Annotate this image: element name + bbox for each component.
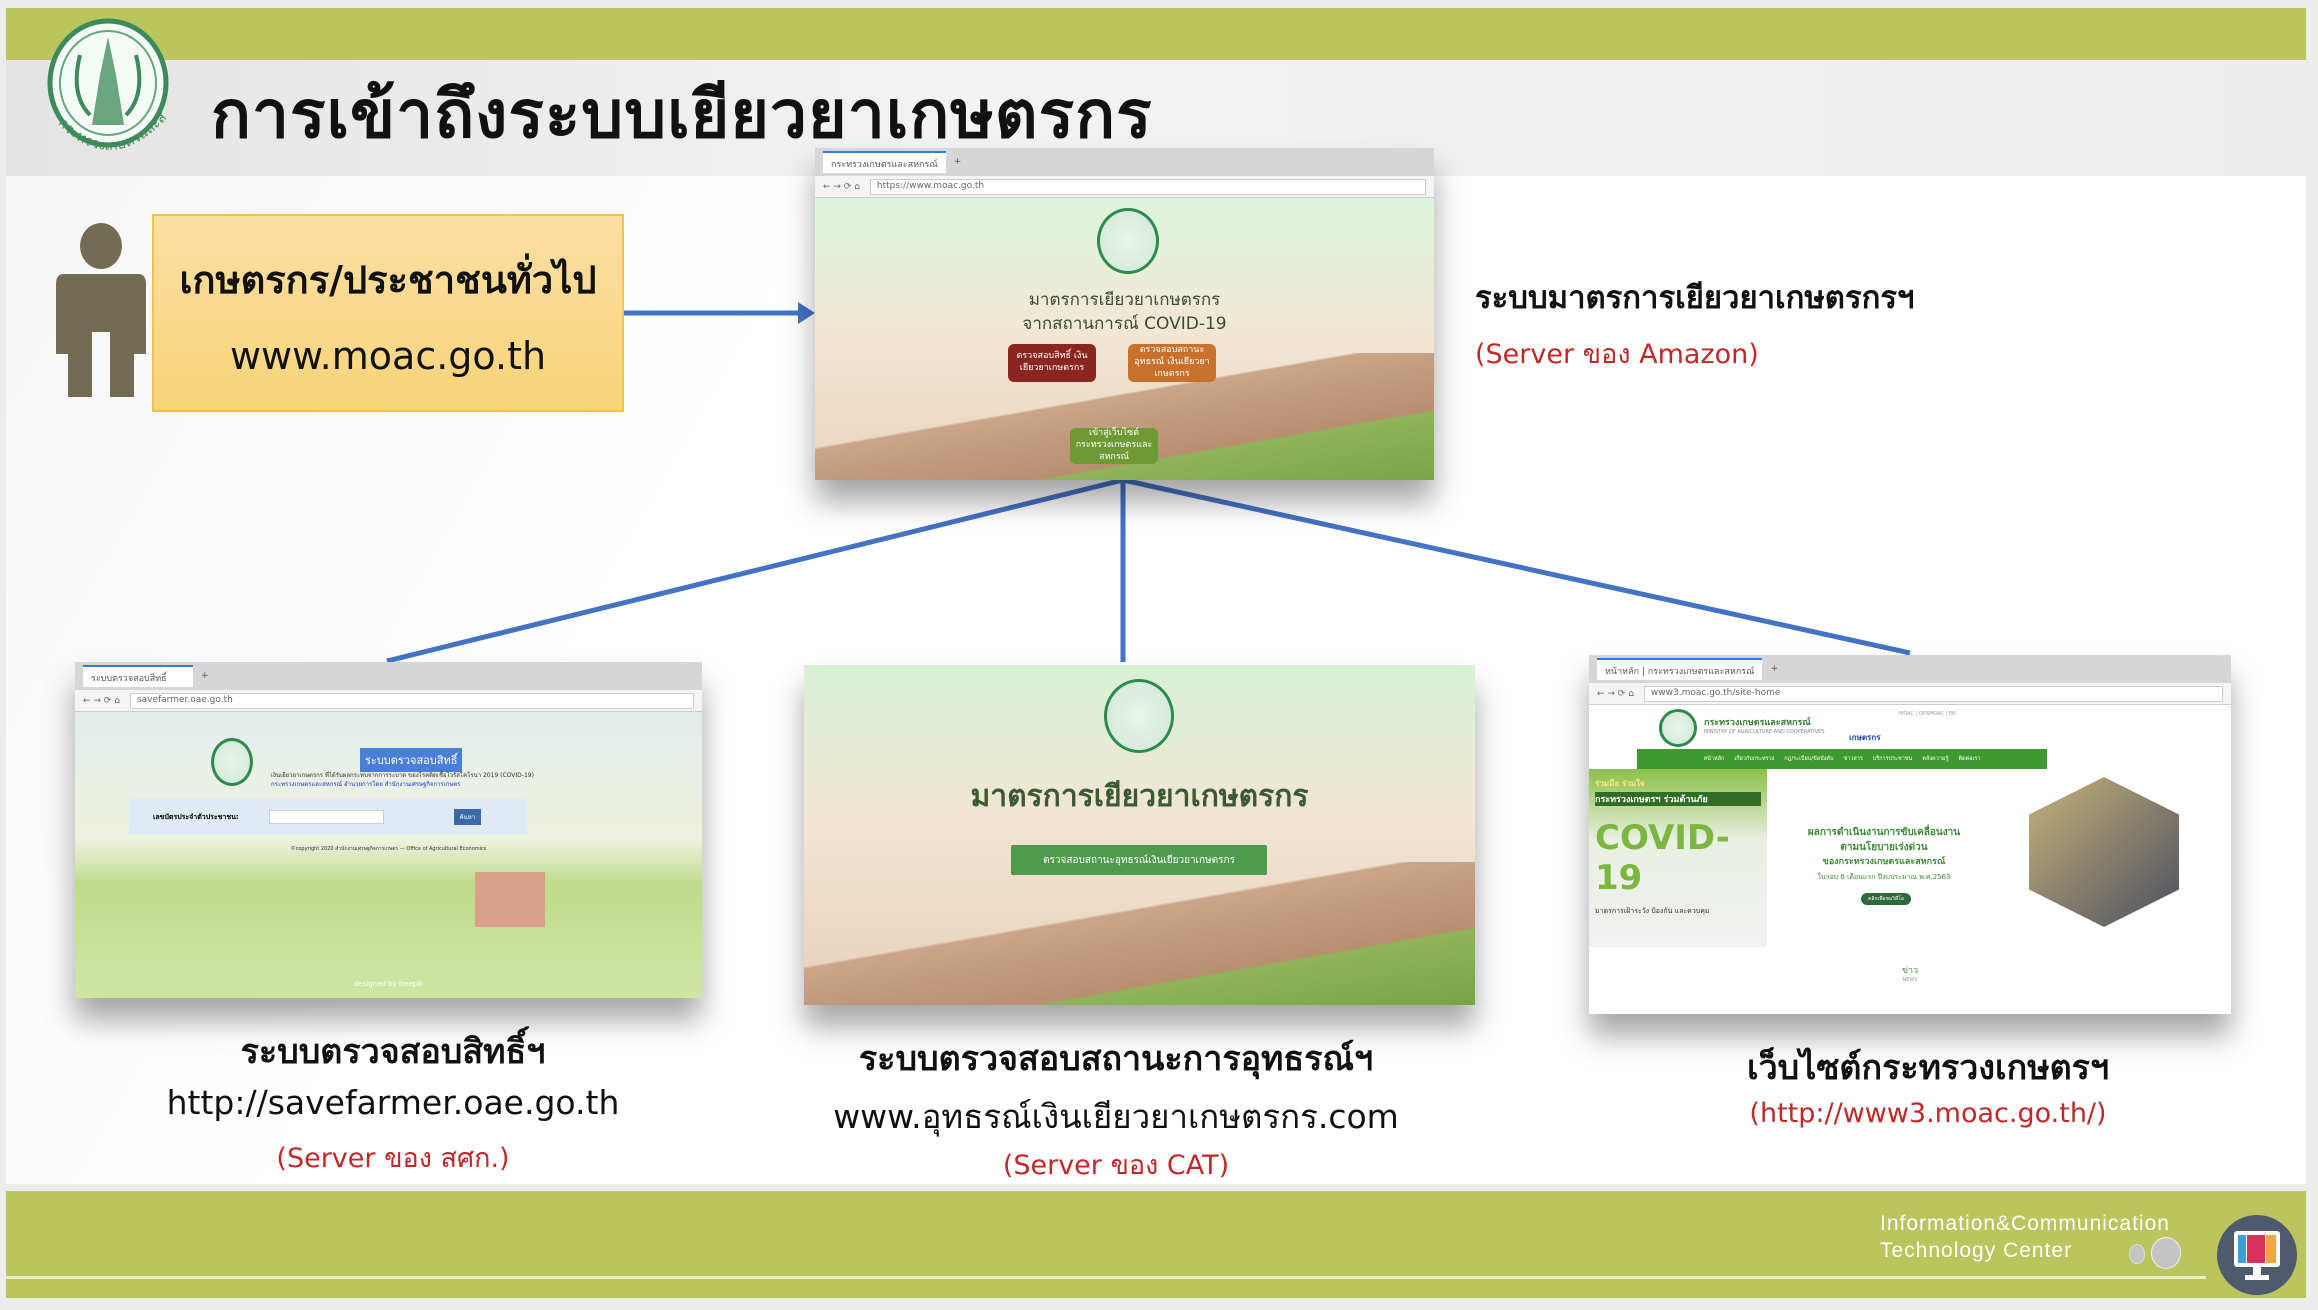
system-org: กระทรวงเกษตรและสหกรณ์ อำนวยการโดย สำนักง… xyxy=(271,781,461,788)
nav-icons[interactable]: ← → ⟳ ⌂ xyxy=(1597,688,1634,699)
moac-website-screenshot[interactable]: หน้าหลัก | กระทรวงเกษตรและสหกรณ์ + ← → ⟳ … xyxy=(1589,655,2231,1014)
footer-line1: Information&Communication xyxy=(1880,1212,2170,1235)
user-type: เกษตรกร/ประชาชนทั่วไป xyxy=(179,257,597,302)
savefarmer-screenshot[interactable]: ระบบตรวจสอบสิทธิ์ + ← → ⟳ ⌂ savefarmer.oae… xyxy=(75,662,702,998)
site-tag: เกษตรกร xyxy=(1849,733,1881,742)
check-appeal-status-button[interactable]: ตรวจสอบสถานะอุทธรณ์เงินเยียวยาเกษตรกร xyxy=(1011,845,1267,875)
nav-item[interactable]: ติดต่อเรา xyxy=(1958,756,1981,762)
left-system-label: ระบบตรวจสอบสิทธิ์ฯ xyxy=(240,1032,546,1072)
banner-text: กระทรวงเกษตรฯ ร่วมต้านภัย xyxy=(1595,792,1761,806)
site-heading: มาตรการเยียวยาเกษตรกร xyxy=(1028,290,1221,310)
footer-line2: Technology Center xyxy=(1880,1239,2073,1262)
user-url[interactable]: www.moac.go.th xyxy=(229,333,547,378)
banner-text: ของกระทรวงเกษตรและสหกรณ์ xyxy=(1822,857,1946,867)
ministry-seal-logo: กระทรวงเกษตรและสหกรณ์ xyxy=(30,15,171,154)
banner-text: ตามนโยบายเร่งด่วน xyxy=(1840,842,1928,853)
left-system-server: (Server ของ สศก.) xyxy=(276,1143,510,1174)
banner-text: ผลการดำเนินงานการขับเคลื่อนงาน xyxy=(1807,827,1961,838)
covid-banner[interactable]: ร่วมมือ ร่วมใจ กระทรวงเกษตรฯ ร่วมต้านภัย… xyxy=(1589,769,1767,947)
header-band xyxy=(6,8,2306,60)
search-button[interactable]: ค้นหา xyxy=(453,809,482,825)
browser-tab[interactable]: กระทรวงเกษตรและสหกรณ์ xyxy=(823,151,946,173)
middle-system-label: ระบบตรวจสอบสถานะการอุทธรณ์ฯ xyxy=(858,1039,1374,1079)
site-name: กระทรวงเกษตรและสหกรณ์ xyxy=(1704,718,1811,728)
copyright-text: ©copyright 2020 สำนักงานเศรษฐกิจการเกษตร… xyxy=(290,846,487,852)
watch-video-button[interactable]: คลิกเพื่อชมวิดีโอ xyxy=(1861,893,1911,905)
minister-photo xyxy=(2029,777,2179,927)
main-system-server: (Server ของ Amazon) xyxy=(1475,339,1759,370)
browser-tab[interactable]: หน้าหลัก | กระทรวงเกษตรและสหกรณ์ xyxy=(1597,658,1763,680)
dot-large-icon xyxy=(2151,1237,2181,1269)
url-bar[interactable]: www3.moac.go.th/site-home xyxy=(1643,685,2223,702)
nav-item[interactable]: ข่าวสาร xyxy=(1843,756,1863,762)
footer-divider xyxy=(6,1276,2206,1279)
go-ministry-site-button[interactable]: เข้าสู่เว็บไซต์ กระทรวงเกษตรและสหกรณ์ xyxy=(1070,428,1158,464)
new-tab-icon[interactable]: + xyxy=(953,157,962,167)
nav-item[interactable]: เกี่ยวกับกระทรวง xyxy=(1734,756,1775,762)
seal-icon xyxy=(211,738,253,786)
site-subheading: จากสถานการณ์ COVID-19 xyxy=(1022,314,1227,334)
page-title: การเข้าถึงระบบเยียวยาเกษตรกร xyxy=(211,76,1153,153)
banner-covid: COVID-19 xyxy=(1595,818,1730,898)
site-nav: หน้าหลัก เกี่ยวกับกระทรวง กฎ/ระเบียบ/ข้อบั… xyxy=(1637,749,2047,769)
nav-icons[interactable]: ← → ⟳ ⌂ xyxy=(83,695,120,706)
nav-item[interactable]: บริการประชาชน xyxy=(1872,756,1913,762)
nav-item[interactable]: คลังความรู้ xyxy=(1922,756,1949,762)
person-icon xyxy=(56,223,146,397)
middle-system-url[interactable]: www.อุทธรณ์เงินเยียวยาเกษตรกร.com xyxy=(833,1097,1399,1136)
middle-system-server: (Server ของ CAT) xyxy=(1002,1150,1230,1181)
banner-text: มาตรการเฝ้าระวัง ป้องกัน และควบคุม xyxy=(1595,907,1710,915)
moac-covid-screenshot[interactable]: กระทรวงเกษตรและสหกรณ์ + ← → ⟳ ⌂ https://ww… xyxy=(815,148,1434,480)
top-links[interactable]: MOAC | OPSMOAC | EN xyxy=(1899,711,1956,717)
banner-text: ในรอบ 6 เดือนแรก ปีงบประมาณ พ.ศ.2563 xyxy=(1817,873,1951,881)
barn-illustration xyxy=(475,872,545,927)
policy-banner: ผลการดำเนินงานการขับเคลื่อนงาน ตามนโยบาย… xyxy=(1774,825,1994,885)
url-bar[interactable]: savefarmer.oae.go.th xyxy=(129,692,694,709)
right-system-label: เว็บไซต์กระทรวงเกษตรฯ xyxy=(1746,1048,2110,1088)
system-description: เงินเยียวยาเกษตรกร ที่ได้รับผลกระทบจากกา… xyxy=(271,772,534,779)
footer-org: Information&Communication Technology Cen… xyxy=(1880,1210,2170,1264)
system-badge: ระบบตรวจสอบสิทธิ์ xyxy=(360,748,463,772)
banner-text: ร่วมมือ ร่วมใจ xyxy=(1595,779,1645,788)
new-tab-icon[interactable]: + xyxy=(1770,664,1779,674)
dot-small-icon xyxy=(2129,1244,2145,1264)
news-subheading: NEWS xyxy=(1902,977,1918,983)
url-bar[interactable]: https://www.moac.go.th xyxy=(869,178,1426,195)
user-access-box: เกษตรกร/ประชาชนทั่วไป www.moac.go.th xyxy=(152,214,624,412)
appeal-site-screenshot[interactable]: มาตรการเยียวยาเกษตรกร ตรวจสอบสถานะอุทธรณ… xyxy=(804,665,1475,1005)
ict-monitor-logo xyxy=(2217,1215,2297,1295)
credit-text: designed by freepik xyxy=(353,980,424,988)
site-name-en: MINISTRY OF AGRICULTURE AND COOPERATIVES xyxy=(1704,729,1825,735)
right-system-url[interactable]: (http://www3.moac.go.th/) xyxy=(1749,1098,2107,1129)
site-heading: มาตรการเยียวยาเกษตรกร xyxy=(970,779,1309,814)
seal-icon xyxy=(1659,709,1697,747)
id-input[interactable] xyxy=(268,810,384,824)
news-heading: ข่าว xyxy=(1901,966,1919,976)
landscape-illustration xyxy=(804,862,1475,1005)
main-system-label: ระบบมาตรการเยียวยาเกษตรกรฯ xyxy=(1475,280,1915,316)
nav-item[interactable]: กฎ/ระเบียบ/ข้อบังคับ xyxy=(1784,756,1834,762)
nav-item[interactable]: หน้าหลัก xyxy=(1703,756,1725,762)
seal-icon xyxy=(1104,679,1174,753)
seal-icon xyxy=(1097,208,1159,274)
nav-icons[interactable]: ← → ⟳ ⌂ xyxy=(823,181,860,192)
check-eligibility-button[interactable]: ตรวจสอบสิทธิ์ เงินเยียวยาเกษตรกร xyxy=(1008,344,1096,382)
check-appeal-button[interactable]: ตรวจสอบสถานะอุทธรณ์ เงินเยียวยาเกษตรกร xyxy=(1128,344,1216,382)
id-field-label: เลขบัตรประจำตัวประชาชน: xyxy=(153,812,239,821)
new-tab-icon[interactable]: + xyxy=(201,671,209,681)
browser-tab[interactable]: ระบบตรวจสอบสิทธิ์ xyxy=(83,665,193,687)
left-system-url[interactable]: http://savefarmer.oae.go.th xyxy=(166,1083,620,1122)
footer-band xyxy=(6,1191,2306,1298)
